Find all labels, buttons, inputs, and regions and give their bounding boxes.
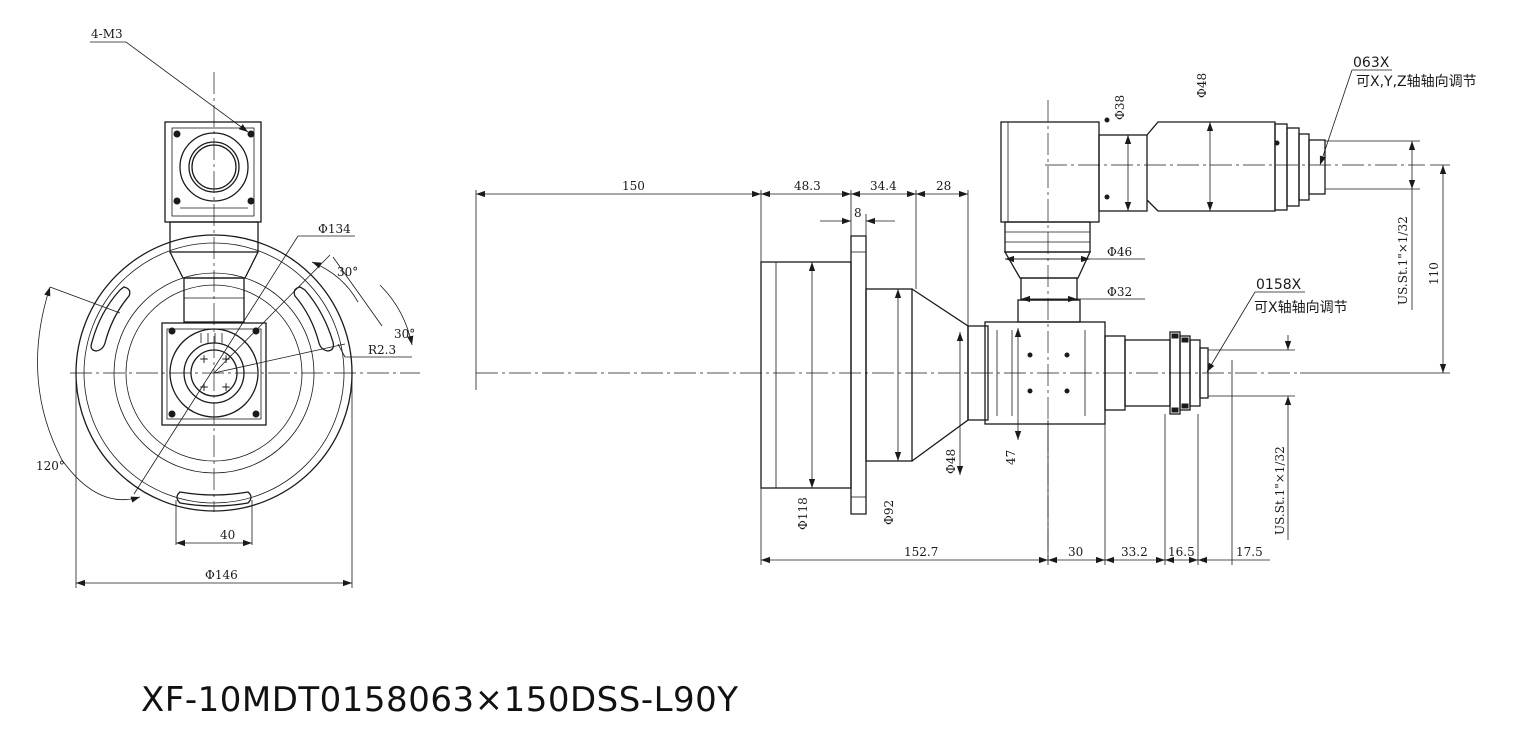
svg-text:+: + (221, 380, 231, 394)
dimension-40: 40 (220, 528, 235, 542)
model-number: XF-10MDT0158063×150DSS-L90Y (141, 680, 739, 720)
note-0158x-adjust: 可X轴轴向调节 (1254, 300, 1348, 316)
dimension-phi134: Φ134 (318, 222, 351, 236)
front-view: + + + + 4-M3 Φ134 30° 30° R2.3 120° (36, 27, 420, 588)
dimension-phi48-top: Φ48 (1195, 73, 1209, 98)
dimension-28: 28 (936, 179, 951, 193)
svg-text:+: + (199, 380, 209, 394)
flange-body (760, 235, 867, 515)
angle-30-lower: 30° (394, 327, 415, 341)
dimension-phi146: Φ146 (205, 568, 238, 582)
note-063x-adjust: 可X,Y,Z轴轴向调节 (1356, 74, 1477, 90)
thread-spec-top: US.St.1"×1/32 (1396, 216, 1410, 305)
main-tube-body (967, 321, 1126, 425)
mounting-slot (90, 286, 131, 352)
lens-housing-front: + + + + (161, 322, 267, 426)
dimension-phi118: Φ118 (796, 497, 810, 530)
label-0158x: 0158X (1256, 277, 1302, 293)
dimension-16-5: 16.5 (1168, 545, 1195, 559)
side-view: 150 48.3 34.4 28 8 Φ118 Φ92 Φ48 47 Φ46 Φ… (475, 55, 1477, 565)
dimension-110: 110 (1427, 262, 1441, 285)
dimension-150: 150 (622, 179, 645, 193)
dimension-17-5: 17.5 (1236, 545, 1263, 559)
camera-box-side (1000, 117, 1326, 223)
dimension-34-4: 34.4 (870, 179, 897, 193)
dimension-33-2: 33.2 (1121, 545, 1148, 559)
dimension-48-3: 48.3 (794, 179, 821, 193)
vertical-stem (1003, 221, 1092, 323)
svg-text:+: + (221, 352, 231, 366)
small-lens-right (1124, 331, 1209, 415)
svg-text:+: + (199, 352, 209, 366)
mounting-slot (293, 286, 335, 352)
mounting-slot (176, 491, 252, 507)
dimension-47: 47 (1004, 450, 1018, 465)
thread-note-4m3: 4-M3 (91, 27, 123, 41)
top-camera-box (164, 121, 262, 223)
radius-r2-3: R2.3 (368, 343, 396, 357)
lens-cone (865, 288, 969, 462)
dimension-phi38: Φ38 (1113, 95, 1127, 120)
dimension-30: 30 (1068, 545, 1083, 559)
angle-120: 120° (36, 459, 65, 473)
dimension-phi32: Φ32 (1107, 285, 1132, 299)
dimension-152-7: 152.7 (904, 545, 938, 559)
dimension-phi46: Φ46 (1107, 245, 1132, 259)
thread-spec-bottom: US.St.1"×1/32 (1273, 446, 1287, 535)
dimension-phi92: Φ92 (882, 500, 896, 525)
dimension-8: 8 (854, 206, 862, 220)
label-063x: 063X (1353, 55, 1390, 71)
dimension-phi48-body: Φ48 (944, 449, 958, 474)
angle-30-upper: 30° (337, 265, 358, 279)
